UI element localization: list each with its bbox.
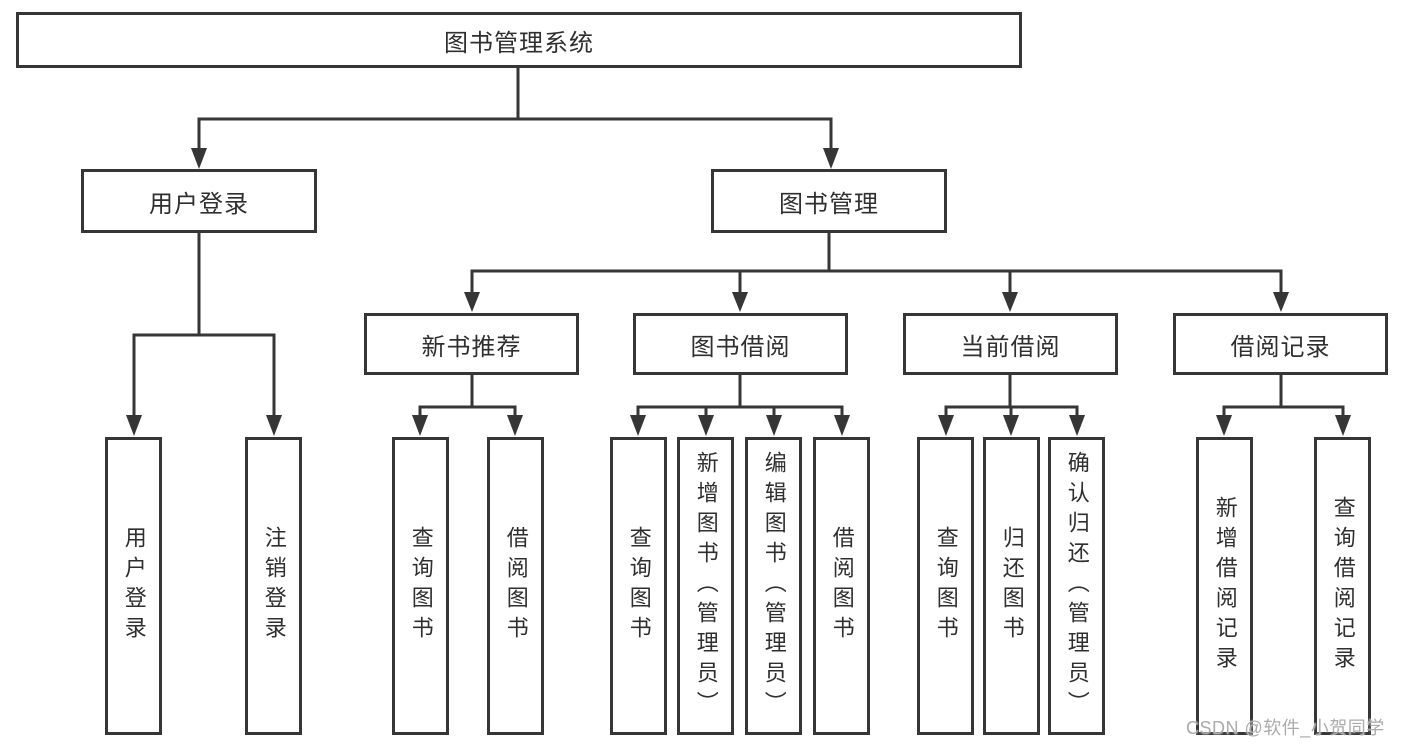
node-query-borrowing-record: 查询借阅记录 [1314,437,1371,735]
node-label: 借阅图书 [829,526,855,646]
node-label: 编辑图书（管理员） [761,451,787,721]
node-user-login: 用户登录 [81,169,317,233]
node-borrow-books-under-recommendation: 借阅图书 [487,437,544,735]
node-label: 图书管理系统 [444,29,594,57]
node-borrowing-records: 借阅记录 [1173,313,1388,375]
node-query-books-under-current: 查询图书 [917,437,974,735]
node-add-books-admin: 新增图书（管理员） [677,437,734,735]
node-user-login-leaf: 用户登录 [105,437,162,735]
node-borrow-books-under-borrowing: 借阅图书 [813,437,870,735]
node-label: 当前借阅 [960,333,1061,361]
node-label: 查询图书 [408,526,434,646]
node-add-borrowing-record: 新增借阅记录 [1196,437,1253,735]
node-logout-login: 注销登录 [245,437,302,735]
node-book-management: 图书管理 [711,169,947,233]
node-label: 新增借阅记录 [1212,496,1238,676]
node-query-books-under-recommendation: 查询图书 [392,437,449,735]
node-label: 新书推荐 [421,333,522,361]
node-return-books: 归还图书 [983,437,1040,735]
node-query-books-under-borrowing: 查询图书 [610,437,667,735]
node-new-book-recommendation: 新书推荐 [364,313,579,375]
node-label: 归还图书 [999,526,1025,646]
node-label: 确认归还（管理员） [1064,451,1090,721]
node-current-borrowing: 当前借阅 [903,313,1118,375]
node-label: 借阅记录 [1230,333,1331,361]
node-label: 图书借阅 [690,333,791,361]
node-label: 查询图书 [626,526,652,646]
node-library-management-system: 图书管理系统 [16,12,1022,68]
node-confirm-return-admin: 确认归还（管理员） [1048,437,1105,735]
node-label: 图书管理 [779,190,879,218]
node-label: 查询图书 [933,526,959,646]
node-label: 查询借阅记录 [1330,496,1356,676]
node-label: 注销登录 [261,526,287,646]
watermark-text: CSDN @软件_小贺同学 [1186,718,1385,738]
node-book-borrowing: 图书借阅 [633,313,848,375]
node-label: 借阅图书 [503,526,529,646]
node-label: 用户登录 [149,190,249,218]
node-label: 新增图书（管理员） [693,451,719,721]
node-label: 用户登录 [121,526,147,646]
node-edit-books-admin: 编辑图书（管理员） [745,437,802,735]
